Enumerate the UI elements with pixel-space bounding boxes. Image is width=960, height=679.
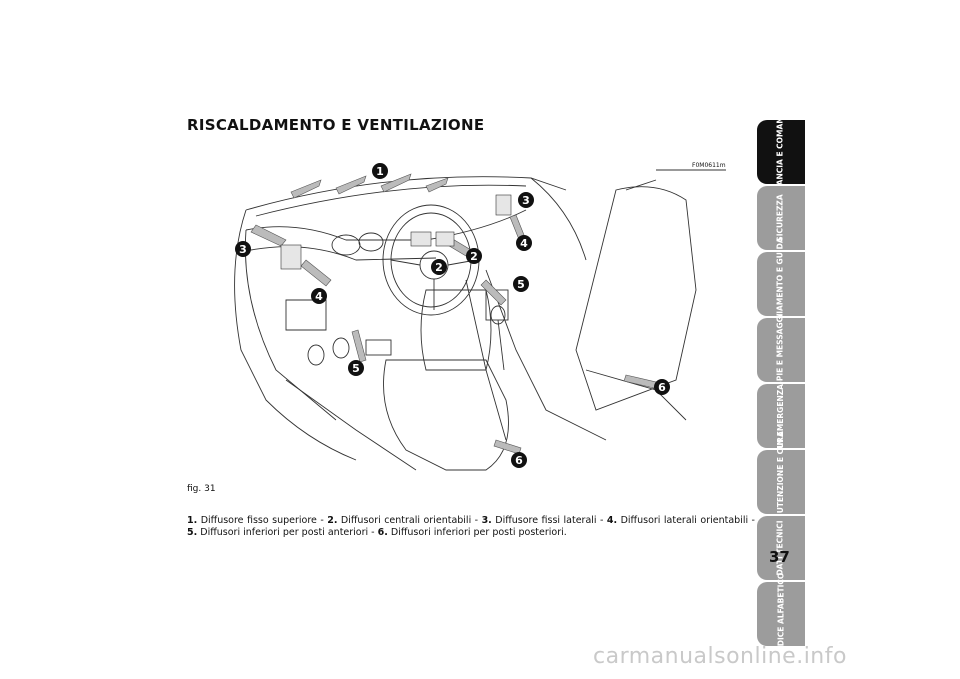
svg-text:2: 2 [435,261,443,274]
tab-avviamento-e-guida[interactable]: AVVIAMENTO E GUIDA [757,237,805,331]
watermark: carmanualsonline.info [593,644,847,669]
figure-caption: 1. Diffusore fisso superiore - 2. Diffus… [187,515,755,538]
svg-text:5: 5 [517,278,525,291]
callout-2: 2 [466,248,482,264]
callout-1: 1 [372,163,388,179]
page-number: 37 [769,548,790,566]
svg-text:3: 3 [239,243,247,256]
svg-text:3: 3 [522,194,530,207]
tab-manutenzione-e-cura[interactable]: MANUTENZIONE E CURA [757,431,805,533]
figure-code: F0M0611m [692,162,726,169]
page-title: RISCALDAMENTO E VENTILAZIONE [187,116,485,134]
callout-2: 2 [431,259,447,275]
tab-in-emergenza[interactable]: IN EMERGENZA [757,384,805,448]
svg-text:5: 5 [352,362,360,375]
svg-text:4: 4 [315,290,323,303]
callout-6: 6 [654,379,670,395]
car-interior-illustration: 1 2 2 3 3 4 4 5 5 6 6 [234,163,726,471]
callout-5: 5 [513,276,529,292]
section-tabs: PLANCIA E COMANDI SICUREZZA AVVIAMENTO E… [757,108,805,655]
figure-label: fig. 31 [187,484,216,494]
callout-4: 4 [516,235,532,251]
tab-indice-alfabetico[interactable]: INDICE ALFABETICO [757,573,805,655]
tab-plancia-e-comandi[interactable]: PLANCIA E COMANDI [757,108,805,196]
callout-6: 6 [511,452,527,468]
svg-text:1: 1 [376,165,384,178]
callout-3: 3 [518,192,534,208]
svg-text:6: 6 [515,454,523,467]
tab-sicurezza[interactable]: SICUREZZA [757,186,805,250]
callout-5: 5 [348,360,364,376]
callout-3: 3 [235,241,251,257]
tab-spie-e-messaggi[interactable]: SPIE E MESSAGGI [757,313,805,387]
svg-text:4: 4 [520,237,528,250]
callout-4: 4 [311,288,327,304]
tab-dati-tecnici[interactable]: DATI TECNICI [757,516,805,580]
svg-text:6: 6 [658,381,666,394]
svg-text:2: 2 [470,250,478,263]
